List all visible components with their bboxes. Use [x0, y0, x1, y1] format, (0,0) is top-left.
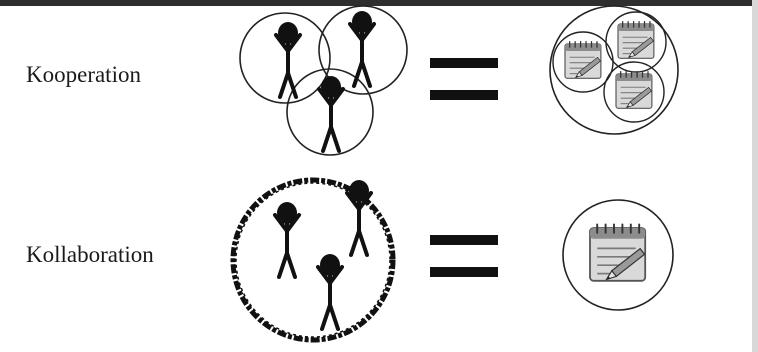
- stick-figure-icon: [318, 254, 342, 329]
- kooperation-tasks-group: [550, 6, 678, 134]
- notepad-pencil-icon: [618, 22, 654, 60]
- equals-sign-icon: [430, 58, 498, 100]
- stick-figure-icon: [275, 202, 299, 277]
- stick-figure-icon: [319, 76, 343, 151]
- kooperation-people-group: [240, 6, 407, 155]
- notepad-pencil-icon: [565, 42, 601, 80]
- equals-sign-icon: [430, 235, 498, 277]
- shared-group-circle: [233, 180, 393, 340]
- stick-figure-icon: [347, 180, 371, 255]
- notepad-pencil-icon: [616, 72, 652, 110]
- kollaboration-task-group: [563, 200, 673, 310]
- stick-figure-icon: [350, 11, 374, 86]
- kollaboration-people-group: [233, 180, 393, 340]
- notepad-pencil-icon: [590, 224, 645, 282]
